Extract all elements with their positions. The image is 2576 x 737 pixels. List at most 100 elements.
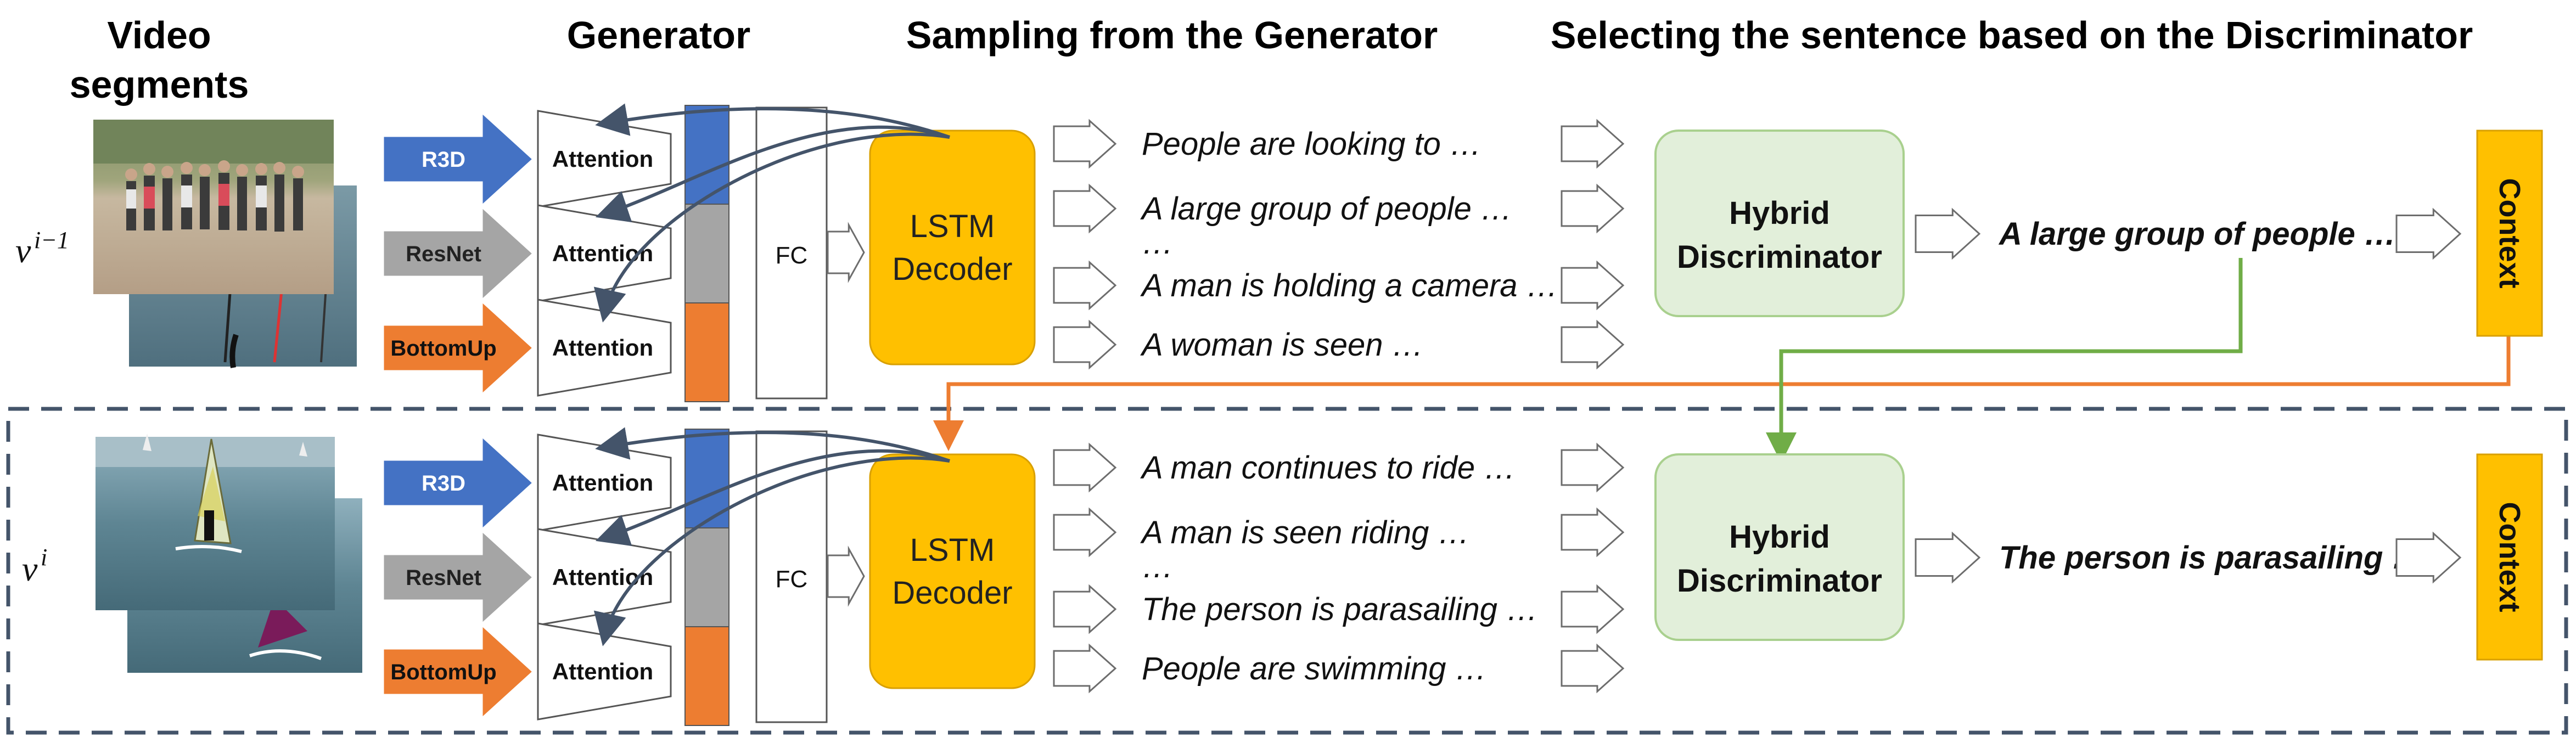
feature-label-r3d: R3D	[422, 471, 465, 496]
lstm-label-line1: LSTM	[910, 532, 995, 568]
sampled-sentence: A man is holding a camera …	[1140, 268, 1558, 303]
feature-label-bottomup: BottomUp	[390, 660, 496, 684]
feature-vector-resnet	[684, 204, 729, 303]
sample-arrow	[1053, 507, 1117, 558]
attention-feedback-curve	[595, 103, 950, 139]
video-frames-row-2	[96, 434, 362, 673]
attention-feedback-curve	[593, 132, 950, 323]
sample-arrow	[1053, 584, 1117, 634]
selected-sentence-link-arrow	[1766, 258, 2243, 463]
discriminator-label-line1: Hybrid	[1729, 195, 1830, 231]
discriminator-output-arrow	[1915, 207, 1981, 260]
attention-feedback-curve	[593, 456, 950, 646]
row-2-var-base: v	[22, 549, 38, 588]
attention-label: Attention	[552, 146, 653, 172]
row-1-variable: v i−1	[15, 227, 69, 270]
feature-vector-bottomup	[684, 626, 729, 726]
discriminator-label-line2: Discriminator	[1677, 563, 1882, 599]
feature-label-resnet: ResNet	[406, 242, 481, 266]
context-label: Context	[2493, 502, 2526, 612]
header-video-segments-line2: segments	[70, 63, 249, 106]
video-frames-row-1	[93, 120, 357, 368]
hybrid-discriminator	[1654, 453, 1905, 641]
row-1-var-base: v	[15, 231, 31, 270]
to-discriminator-arrow	[1561, 260, 1625, 311]
feature-label-bottomup: BottomUp	[390, 336, 496, 361]
discriminator-label-line2: Discriminator	[1677, 239, 1882, 275]
header-video-segments-line1: Video	[107, 14, 211, 57]
header-generator: Generator	[567, 14, 751, 57]
to-discriminator-arrow	[1561, 183, 1625, 234]
to-discriminator-arrow	[1561, 319, 1625, 370]
lstm-decoder	[869, 453, 1036, 689]
discriminator-output-arrow	[1915, 531, 1981, 584]
attention-module	[537, 622, 672, 721]
attention-feedback-curve	[595, 449, 950, 546]
to-discriminator-arrow	[1561, 119, 1625, 169]
fc-to-lstm-arrow	[827, 222, 865, 283]
sample-arrow	[1053, 442, 1117, 493]
context-box	[2476, 130, 2543, 337]
feature-arrow-resnet	[384, 209, 532, 299]
hybrid-discriminator	[1654, 130, 1905, 317]
fc-to-lstm-arrow	[827, 545, 865, 607]
header-sampling: Sampling from the Generator	[906, 14, 1438, 57]
sample-arrow	[1053, 260, 1117, 311]
current-segment-box	[6, 407, 2568, 735]
lstm-decoder	[869, 130, 1036, 365]
attention-label: Attention	[552, 335, 653, 361]
attention-label: Attention	[552, 470, 653, 496]
sample-arrow	[1053, 319, 1117, 370]
header-selecting: Selecting the sentence based on the Disc…	[1551, 14, 2473, 57]
feature-arrow-bottomup	[384, 627, 532, 717]
context-box	[2476, 453, 2543, 661]
fc-label: FC	[776, 242, 808, 269]
feature-vector-bottomup	[684, 302, 729, 402]
header-video-segments: Video segments	[70, 14, 249, 106]
feature-label-r3d: R3D	[422, 148, 465, 172]
row-2-var-sup: i	[41, 544, 47, 571]
sample-arrow	[1053, 643, 1117, 694]
feature-arrow-bottomup	[384, 303, 532, 393]
attention-module	[537, 299, 672, 397]
feature-arrow-r3d	[384, 438, 532, 528]
sampled-sentence: The person is parasailing …	[1142, 592, 1538, 627]
row-2-variable: v i	[22, 544, 47, 588]
feature-arrow-resnet	[384, 532, 532, 622]
row-1-var-sup: i−1	[34, 227, 69, 254]
attention-label: Attention	[552, 659, 653, 684]
to-discriminator-arrow	[1561, 584, 1625, 634]
attention-feedback-curve	[595, 427, 950, 463]
to-discriminator-arrow	[1561, 442, 1625, 493]
lstm-label-line2: Decoder	[892, 575, 1012, 611]
feature-arrow-r3d	[384, 114, 532, 204]
sampled-sentence: A large group of people …	[1140, 191, 1512, 227]
selected-sentence: A large group of people …	[1998, 216, 2396, 252]
context-label: Context	[2493, 178, 2526, 289]
attention-feedback-curve	[595, 125, 950, 222]
fc-label: FC	[776, 566, 808, 593]
to-context-arrow	[2395, 531, 2462, 584]
sentence-ellipsis: …	[1142, 225, 1174, 261]
sample-arrow	[1053, 183, 1117, 234]
selected-sentence: The person is parasailing …	[1999, 540, 2424, 576]
to-context-arrow	[2395, 207, 2462, 260]
sampled-sentence: A man is seen riding …	[1140, 515, 1469, 550]
sampled-sentence: People are looking to …	[1142, 126, 1481, 162]
to-discriminator-arrow	[1561, 507, 1625, 558]
discriminator-label-line1: Hybrid	[1729, 519, 1830, 555]
to-discriminator-arrow	[1561, 643, 1625, 694]
context-link-arrow	[933, 336, 2511, 451]
lstm-label-line2: Decoder	[892, 251, 1012, 287]
feature-vector-resnet	[684, 527, 729, 627]
sampled-sentence: A woman is seen …	[1140, 327, 1424, 363]
sampled-sentence: A man continues to ride …	[1140, 450, 1516, 486]
sentence-ellipsis: …	[1142, 549, 1174, 584]
lstm-label-line1: LSTM	[910, 209, 995, 244]
sample-arrow	[1053, 119, 1117, 169]
sampled-sentence: People are swimming …	[1142, 651, 1487, 687]
